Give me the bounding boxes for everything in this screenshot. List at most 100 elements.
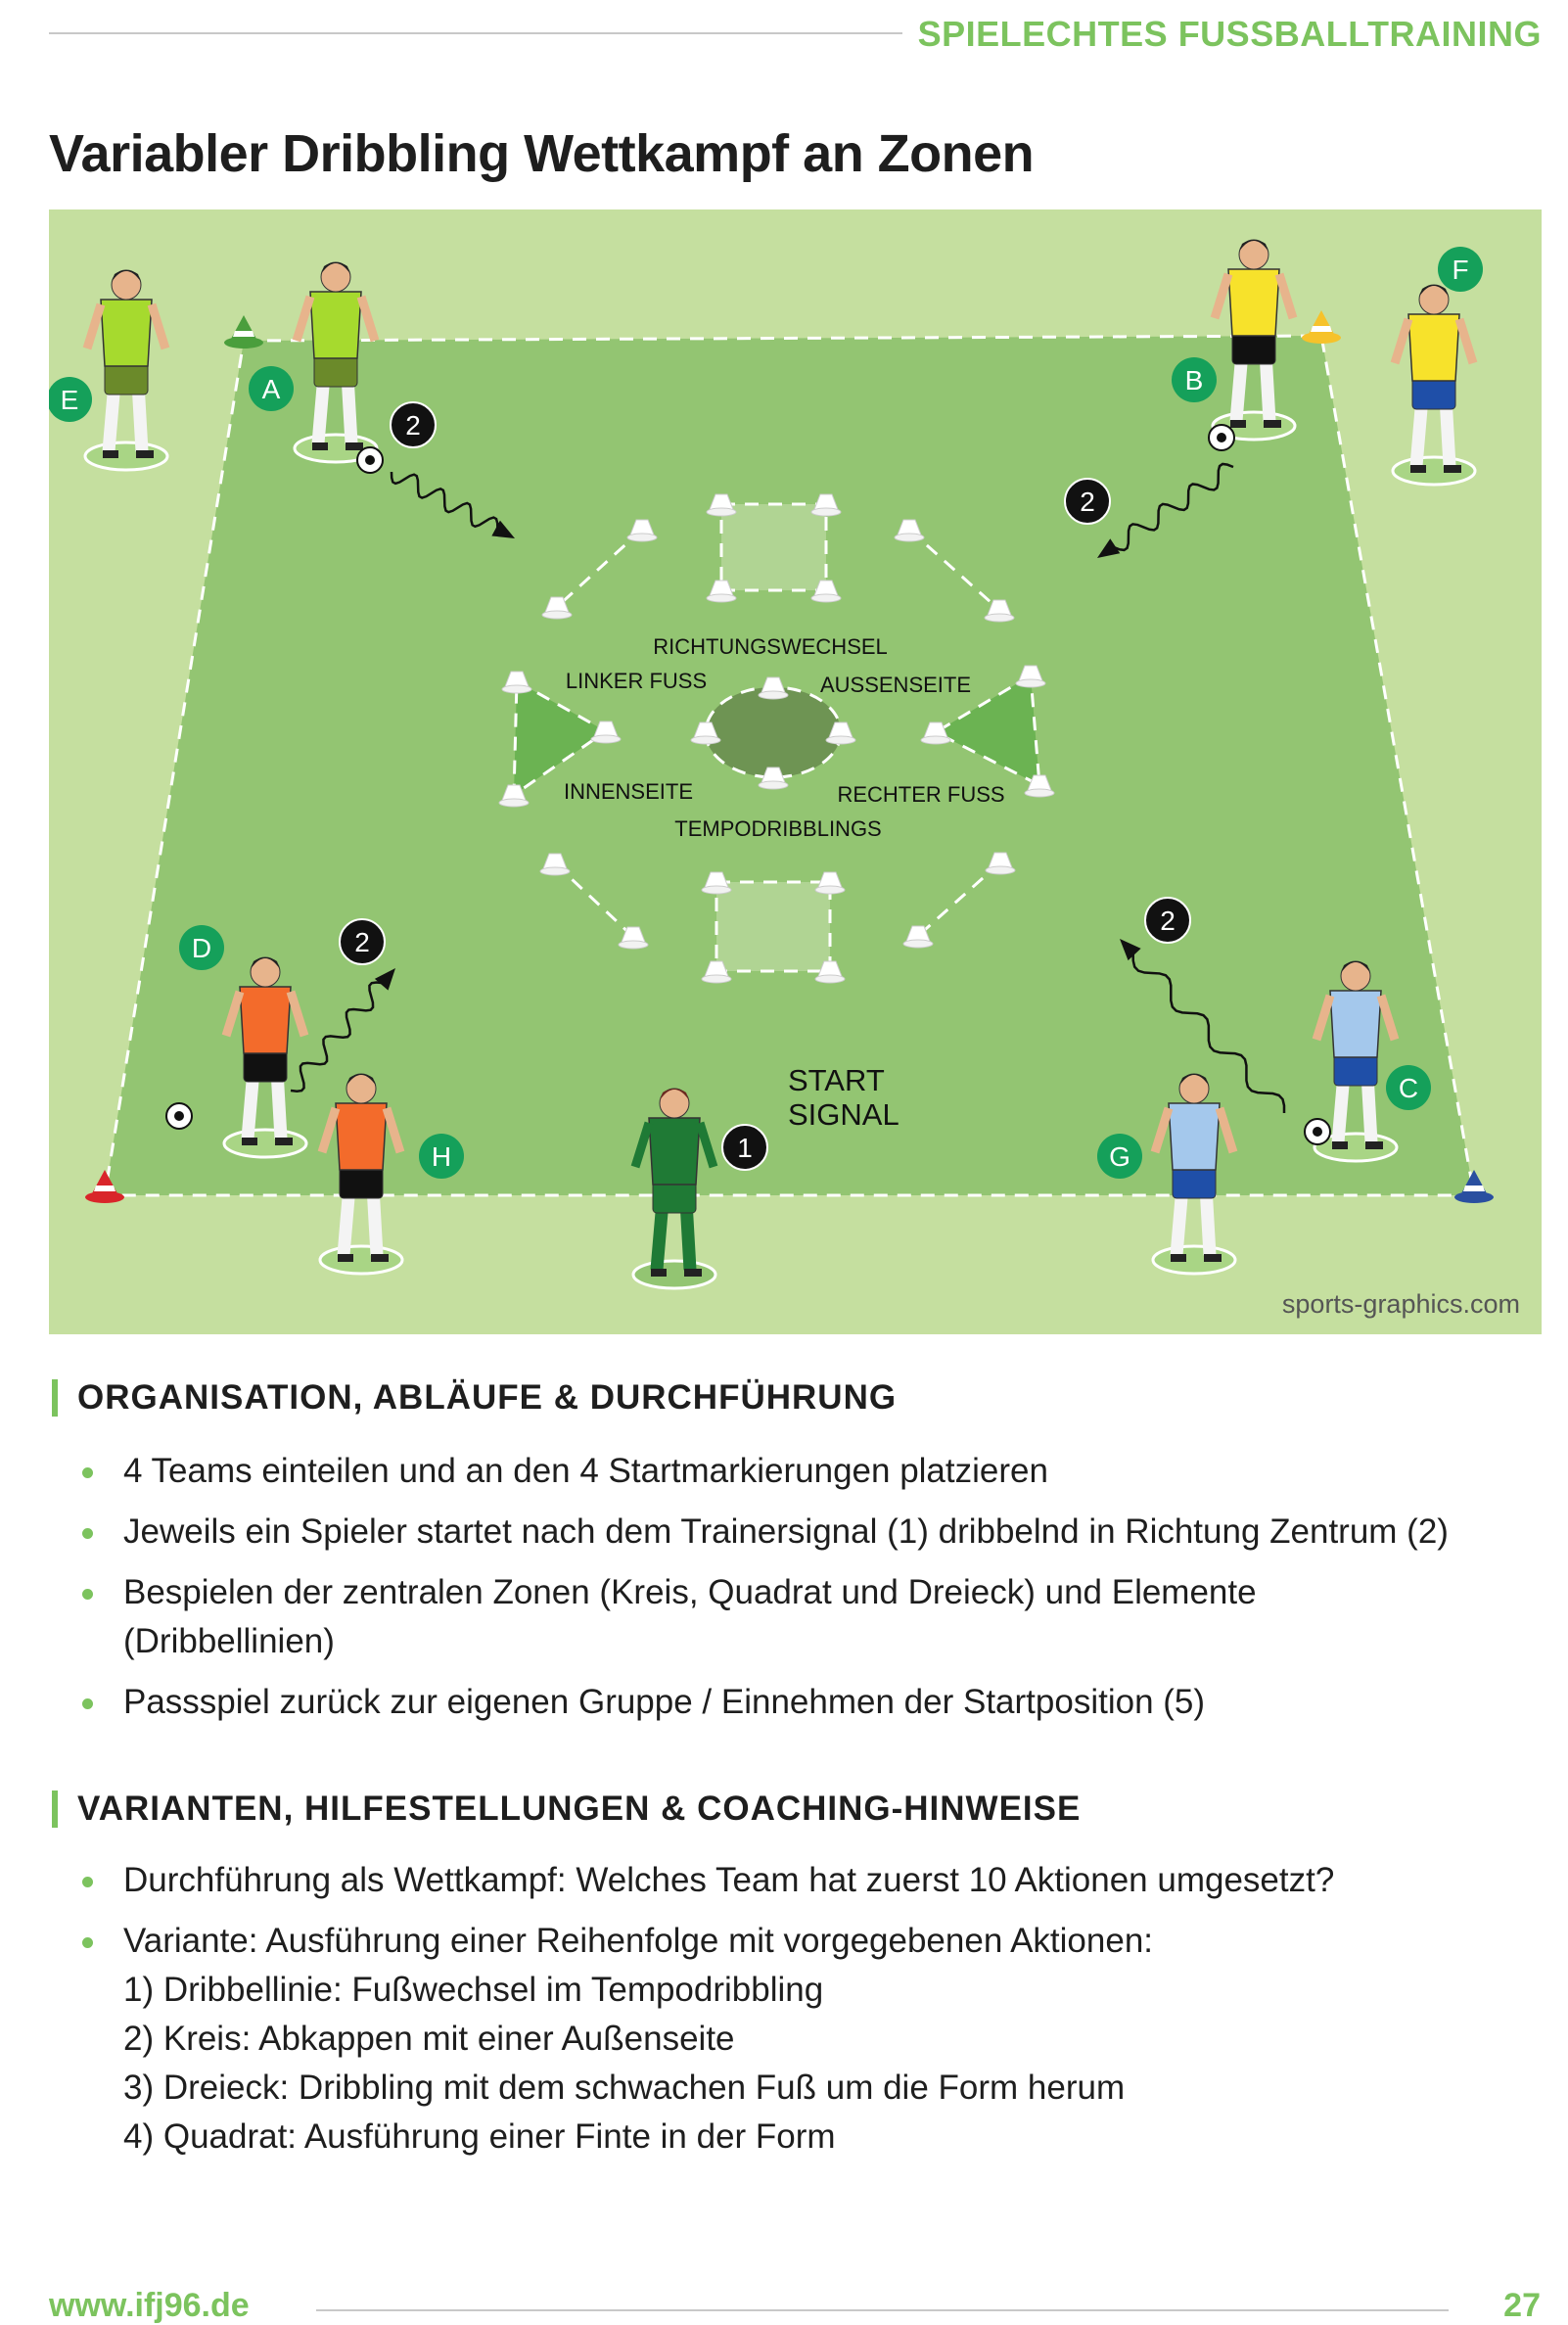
- badge-label: F: [1452, 255, 1468, 285]
- step-badge-start: 1: [721, 1124, 768, 1171]
- list-item: Variante: Ausführung einer Reihenfolge m…: [78, 1917, 1527, 2162]
- marker-cone: [539, 853, 571, 876]
- corner-cone: [85, 1170, 124, 1203]
- player-badge-a: A: [249, 366, 294, 411]
- player-figure: [317, 1073, 405, 1276]
- start-signal-label: START: [788, 1063, 885, 1097]
- start-marker: [1151, 1244, 1237, 1276]
- marker-cone: [626, 519, 658, 542]
- marker-cone: [810, 493, 842, 517]
- marker-cone: [618, 926, 649, 950]
- start-marker: [83, 441, 169, 472]
- player-badge-e: E: [49, 377, 92, 422]
- marker-cone: [498, 784, 530, 808]
- marker-cone: [590, 721, 622, 744]
- marker-cone: [501, 671, 532, 694]
- zone-label-linker-fuss: LINKER FUSS: [566, 669, 707, 693]
- badge-label: B: [1185, 365, 1204, 395]
- dribble-path: [1113, 462, 1234, 552]
- player-badge-g: G: [1097, 1134, 1142, 1179]
- corner-cone: [224, 315, 263, 349]
- center-zones: [512, 502, 1041, 973]
- marker-cone: [701, 871, 732, 895]
- dribble-path: [290, 981, 384, 1093]
- marker-cone: [814, 960, 846, 984]
- category-title: SPIELECHTES FUSSBALLTRAINING: [917, 14, 1542, 54]
- footer-rule: [316, 2309, 1449, 2311]
- players: [82, 239, 1478, 1290]
- marker-cone: [920, 721, 951, 745]
- start-marker: [318, 1244, 404, 1276]
- step-badge-dribble: 2: [339, 918, 386, 965]
- player-figure: [1210, 239, 1298, 442]
- player-figure: [1312, 960, 1400, 1163]
- triangle-zone-left: [512, 678, 609, 798]
- player-figure: [1390, 284, 1478, 487]
- dribble-line: [555, 528, 644, 609]
- list-item: Bespielen der zentralen Zonen (Kreis, Qu…: [78, 1568, 1347, 1666]
- marker-cone: [814, 871, 846, 895]
- ball-icon: [356, 446, 384, 474]
- marker-cone: [701, 960, 732, 984]
- marker-cone: [758, 767, 789, 790]
- list-item: Jeweils ein Spieler startet nach dem Tra…: [78, 1508, 1527, 1557]
- square-zone-top: [719, 502, 828, 592]
- badge-label: E: [61, 385, 79, 415]
- badge-label: D: [192, 933, 211, 963]
- section-heading-varianten: VARIANTEN, HILFESTELLUNGEN & COACHING-HI…: [52, 1790, 1081, 1828]
- badge-label: 2: [1160, 906, 1176, 936]
- header-rule: [49, 32, 902, 34]
- marker-cone: [541, 596, 573, 620]
- dribble-line: [553, 861, 635, 939]
- player-badge-b: B: [1172, 357, 1217, 402]
- badge-label: 2: [1080, 487, 1095, 517]
- marker-cone: [1024, 774, 1055, 798]
- coach-figure: [630, 1088, 718, 1290]
- ball-icon: [1208, 424, 1235, 451]
- badge-label: A: [262, 374, 281, 404]
- badge-label: 1: [737, 1133, 753, 1163]
- section-heading-organisation: ORGANISATION, ABLÄUFE & DURCHFÜHRUNG: [52, 1379, 897, 1417]
- player-badge-d: D: [179, 925, 224, 970]
- marker-cone: [825, 721, 856, 745]
- player-figure: [221, 956, 309, 1159]
- marker-cone: [810, 580, 842, 603]
- list-item: Passspiel zurück zur eigenen Gruppe / Ei…: [78, 1678, 1527, 1727]
- zone-label-aussenseite: AUSSENSEITE: [820, 673, 971, 697]
- dribble-arrows: [290, 462, 1286, 1114]
- variant-step: 4) Quadrat: Ausführung einer Finte in de…: [123, 2117, 836, 2156]
- zone-label-rechter-fuss: RECHTER FUSS: [837, 782, 1004, 807]
- step-badge-dribble: 2: [390, 401, 437, 448]
- dribble-path: [390, 471, 499, 530]
- list-item: Durchführung als Wettkampf: Welches Team…: [78, 1856, 1527, 1905]
- player-badge-f: F: [1438, 247, 1483, 292]
- ball-icon: [165, 1102, 193, 1130]
- start-signal-label: SIGNAL: [788, 1097, 899, 1132]
- varianten-list: Durchführung als Wettkampf: Welches Team…: [78, 1856, 1527, 2173]
- marker-cone: [984, 599, 1015, 623]
- start-marker: [631, 1259, 717, 1290]
- player-figure: [82, 269, 170, 472]
- arrowhead-icon: [1097, 538, 1121, 558]
- badge-label: 2: [405, 410, 421, 441]
- website-link[interactable]: www.ifj96.de: [49, 2287, 250, 2324]
- circle-zone: [704, 685, 843, 779]
- training-diagram: RICHTUNGSWECHSEL LINKER FUSS AUSSENSEITE…: [49, 209, 1542, 1334]
- step-badge-dribble: 2: [1144, 897, 1191, 944]
- player-figure: [1150, 1073, 1238, 1276]
- corner-cone: [1454, 1170, 1494, 1203]
- variant-step: 3) Dreieck: Dribbling mit dem schwachen …: [123, 2069, 1126, 2107]
- marker-cone: [985, 852, 1016, 875]
- marker-cone: [690, 721, 721, 745]
- start-marker: [1391, 455, 1477, 487]
- marker-cone: [706, 493, 737, 517]
- list-item: 4 Teams einteilen und an den 4 Startmark…: [78, 1447, 1527, 1496]
- variant-step: 2) Kreis: Abkappen mit einer Außenseite: [123, 2020, 735, 2058]
- marker-cone: [758, 676, 789, 700]
- dribble-path: [1131, 953, 1286, 1114]
- square-zone-bottom: [715, 880, 832, 973]
- page-number: 27: [1503, 2287, 1541, 2324]
- zone-label-innenseite: INNENSEITE: [564, 779, 693, 804]
- step-badge-dribble: 2: [1064, 478, 1111, 525]
- marker-cone: [894, 519, 925, 542]
